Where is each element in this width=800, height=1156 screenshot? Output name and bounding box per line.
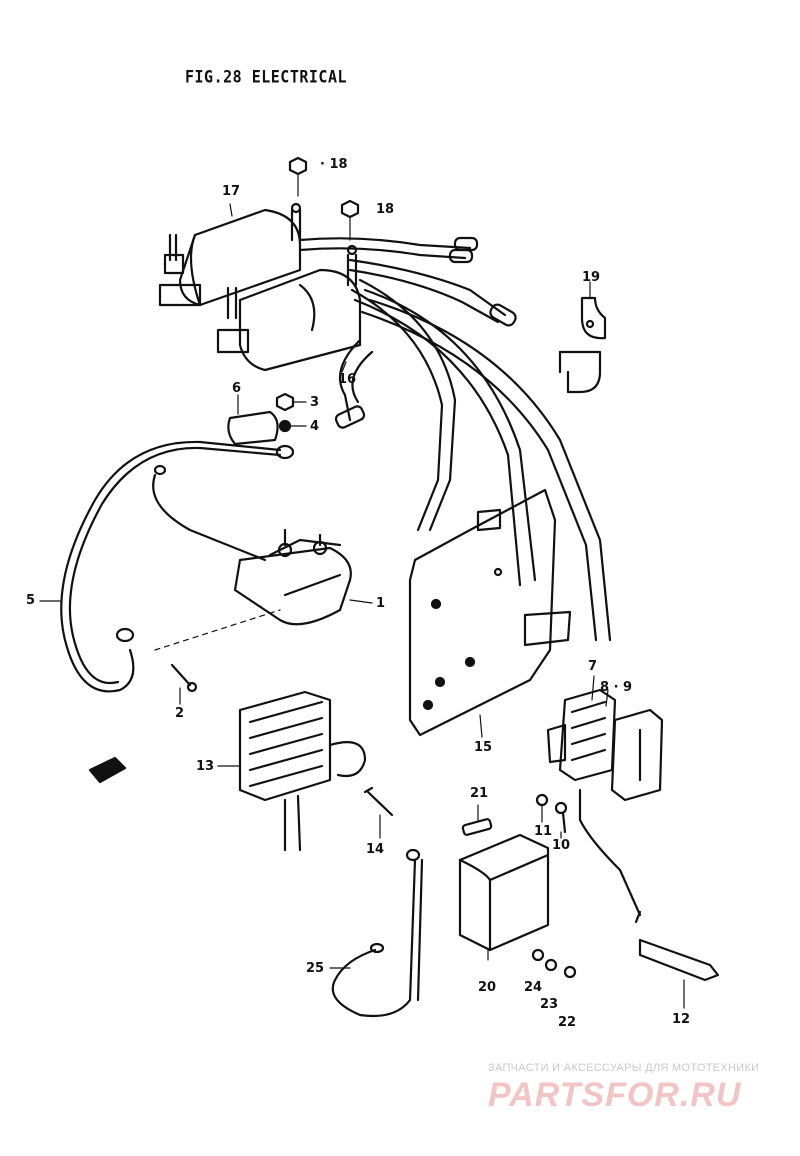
washer-23: [544, 958, 558, 972]
callout-12: 12: [672, 1012, 691, 1027]
callout-25: 25: [306, 961, 325, 976]
callout-11: 11: [534, 824, 553, 839]
callout-22: 22: [558, 1015, 577, 1030]
callout-18-top: · 18: [320, 157, 348, 172]
watermark-tagline: ЗАПЧАСТИ И АКСЕССУАРЫ ДЛЯ МОТОТЕХНИКИ: [488, 1062, 760, 1074]
bracket-12: [638, 938, 720, 982]
bolt-14: [363, 786, 394, 817]
nut-18-right: [340, 199, 360, 219]
figure-title: FIG.28 ELECTRICAL: [185, 67, 348, 87]
ground-cable-25: [331, 848, 424, 1018]
mounting-plate-15: [408, 488, 572, 737]
clamp-19: [558, 296, 607, 394]
callout-2: 2: [175, 706, 185, 721]
washer-24: [531, 948, 545, 962]
regulator-rectifier-13: [238, 690, 367, 852]
callout-1: 1: [376, 596, 386, 611]
callout-6: 6: [232, 381, 242, 396]
starter-relay-1: [152, 464, 352, 626]
callout-18-right: 18: [376, 202, 395, 217]
nut-18-top: [288, 156, 308, 176]
washer-4: [278, 419, 292, 433]
fuse-box-7: [546, 688, 617, 782]
callout-3: 3: [310, 395, 320, 410]
screw-10: [554, 801, 568, 834]
front-arrow-icon: [88, 756, 127, 784]
battery-cable-5: [60, 440, 295, 693]
callout-14: 14: [366, 842, 385, 857]
callout-24: 24: [524, 980, 543, 995]
leader-lines: [39, 173, 685, 1009]
callout-21: 21: [470, 786, 489, 801]
callout-17: 17: [222, 184, 241, 199]
callout-4: 4: [310, 419, 320, 434]
fuse-cover-8-9: [610, 708, 664, 802]
fuse-21: [461, 818, 493, 836]
callout-10: 10: [552, 838, 571, 853]
bolt-2: [154, 609, 281, 693]
callout-16: 16: [338, 372, 357, 387]
nut-3: [275, 392, 295, 412]
watermark-logo: PARTSFOR.RU: [488, 1076, 742, 1114]
callout-13: 13: [196, 759, 215, 774]
ignition-coil-17: [158, 202, 302, 307]
fuse-wire: [578, 788, 642, 924]
callout-15: 15: [474, 740, 493, 755]
callout-20: 20: [478, 980, 497, 995]
screw-22: [563, 965, 577, 979]
relay-cover-20: [458, 833, 550, 952]
callout-23: 23: [540, 997, 559, 1012]
callout-5: 5: [26, 593, 36, 608]
callout-19: 19: [582, 270, 601, 285]
ignition-coil-16: [216, 244, 362, 372]
callout-8-9: 8 · 9: [600, 680, 633, 695]
washer-11: [535, 793, 549, 807]
wire-harness: [298, 236, 612, 642]
cap-6: [227, 410, 279, 446]
callout-7: 7: [588, 659, 598, 674]
